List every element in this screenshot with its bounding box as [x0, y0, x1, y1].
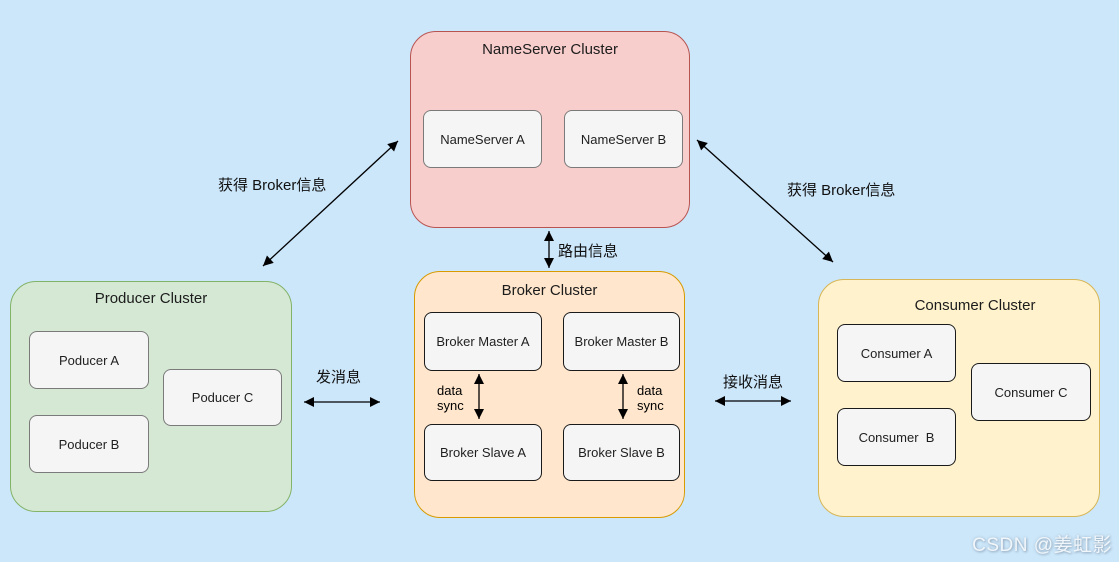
edge-label-route-info: 路由信息 [558, 243, 619, 260]
consumer-cluster-box: Consumer Cluster Consumer A Consumer B C… [818, 279, 1100, 517]
node-broker-master-b: Broker Master B [563, 312, 680, 371]
producer-cluster-title: Producer Cluster [94, 290, 208, 307]
node-broker-slave-b: Broker Slave B [563, 424, 680, 481]
node-poducer-a: Poducer A [29, 331, 149, 389]
broker-cluster-box: Broker Cluster Broker Master A Broker Ma… [414, 271, 685, 518]
node-poducer-c: Poducer C [163, 369, 282, 426]
edge-label-get-broker-info-right: 获得 Broker信息 [787, 182, 896, 199]
consumer-cluster-title: Consumer Cluster [914, 297, 1036, 314]
arrow-nameserver-consumer [696, 139, 834, 263]
edge-label-get-broker-info-left: 获得 Broker信息 [218, 177, 327, 194]
node-consumer-a: Consumer A [837, 324, 956, 382]
node-nameserver-a: NameServer A [423, 110, 542, 168]
node-nameserver-b: NameServer B [564, 110, 683, 168]
nameserver-cluster-title: NameServer Cluster [482, 41, 618, 58]
edge-label-receive-message: 接收消息 [723, 374, 784, 391]
csdn-watermark: CSDN @姜虹影 [972, 535, 1112, 556]
broker-cluster-title: Broker Cluster [501, 282, 598, 299]
edge-label-send-message: 发消息 [316, 369, 362, 386]
nameserver-cluster-box: NameServer Cluster NameServer A NameServ… [410, 31, 690, 228]
edge-label-data-sync-right: data sync [637, 383, 664, 413]
edge-label-data-sync-left: data sync [437, 383, 464, 413]
producer-cluster-box: Producer Cluster Poducer A Poducer B Pod… [10, 281, 292, 512]
node-consumer-b: Consumer B [837, 408, 956, 466]
node-consumer-c: Consumer C [971, 363, 1091, 421]
node-broker-slave-a: Broker Slave A [424, 424, 542, 481]
node-broker-master-a: Broker Master A [424, 312, 542, 371]
node-poducer-b: Poducer B [29, 415, 149, 473]
arrow-producer-nameserver [262, 140, 399, 267]
